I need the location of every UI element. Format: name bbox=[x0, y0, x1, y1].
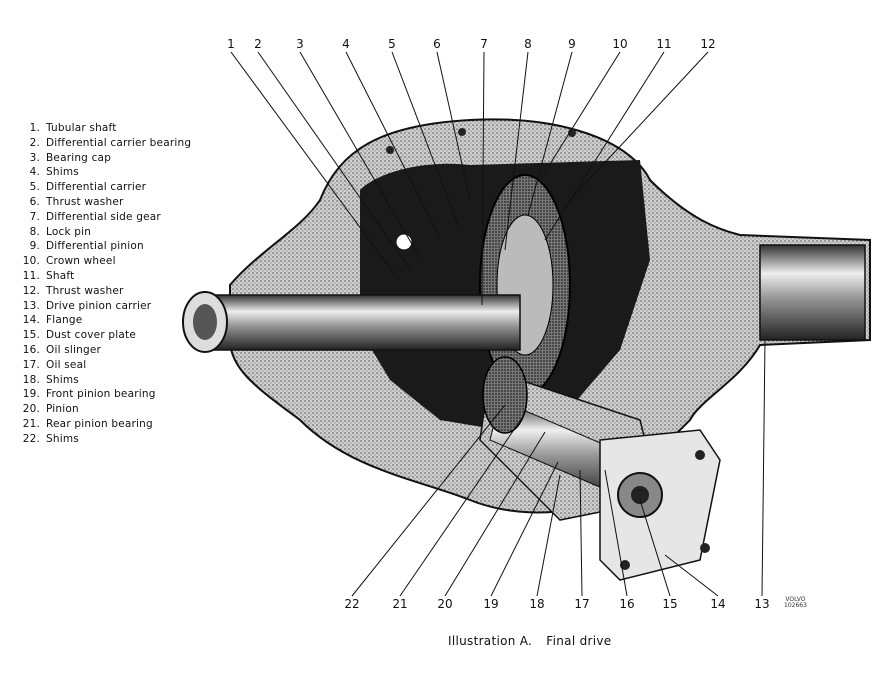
callout-number: 22 bbox=[344, 597, 360, 611]
legend-item: 9.Differential pinion bbox=[29, 240, 144, 253]
caption-title: Final drive bbox=[546, 634, 612, 648]
legend-item: 18.Shims bbox=[22, 373, 79, 386]
callout-number: 18 bbox=[529, 597, 545, 611]
tubular-shaft bbox=[199, 294, 521, 351]
callout-number: 12 bbox=[700, 37, 716, 51]
callout-number: 20 bbox=[437, 597, 453, 611]
legend-item: 13.Drive pinion carrier bbox=[22, 299, 152, 312]
callout-number: 14 bbox=[710, 597, 726, 611]
pinion-gear bbox=[482, 356, 528, 434]
legend-item: 22.Shims bbox=[22, 432, 79, 445]
callout-number: 11 bbox=[656, 37, 672, 51]
callout-number: 7 bbox=[480, 37, 488, 51]
callout-number: 17 bbox=[574, 597, 590, 611]
legend-item: 1.Tubular shaft bbox=[29, 122, 117, 134]
callout-number: 9 bbox=[568, 37, 576, 51]
legend-item: 3.Bearing cap bbox=[29, 151, 112, 164]
legend-item: 6.Thrust washer bbox=[29, 195, 124, 208]
callout-number: 6 bbox=[433, 37, 441, 51]
leader-lines bbox=[230, 51, 766, 597]
legend-item: 8.Lock pin bbox=[29, 225, 92, 238]
legend-item: 7.Differential side gear bbox=[29, 210, 161, 223]
callout-number: 15 bbox=[662, 597, 678, 611]
callout-number: 5 bbox=[388, 37, 396, 51]
legend-item: 10.Crown wheel bbox=[22, 255, 116, 268]
legend-item: 16.Oil slinger bbox=[22, 343, 102, 356]
callout-number: 13 bbox=[754, 597, 770, 611]
callout-number: 21 bbox=[392, 597, 408, 611]
volvo-stamp: VOLVO 102663 bbox=[784, 596, 807, 609]
callout-number: 16 bbox=[619, 597, 635, 611]
legend-item: 14.Flange bbox=[22, 314, 83, 327]
legend-item: 2.Differential carrier bearing bbox=[29, 136, 192, 149]
right-axle-tube bbox=[759, 244, 866, 341]
callout-number: 4 bbox=[342, 37, 350, 51]
callout-number: 2 bbox=[254, 37, 262, 51]
callout-number: 8 bbox=[524, 37, 532, 51]
callout-number: 19 bbox=[483, 597, 499, 611]
legend-item: 4.Shims bbox=[29, 166, 79, 179]
callout-number: 1 bbox=[227, 37, 235, 51]
caption-label: Illustration A. bbox=[448, 634, 533, 648]
parts-legend: 1.Tubular shaft 2.Differential carrier b… bbox=[16, 121, 191, 447]
callout-number: 10 bbox=[612, 37, 628, 51]
figure-caption: Illustration A. Final drive bbox=[448, 634, 621, 648]
callout-number: 3 bbox=[296, 37, 304, 51]
legend-item: 19.Front pinion bearing bbox=[22, 388, 156, 401]
legend-item: 15.Dust cover plate bbox=[22, 329, 136, 342]
legend-item: 17.Oil seal bbox=[22, 358, 87, 371]
legend-item: 11.Shaft bbox=[22, 269, 75, 282]
legend-item: 21.Rear pinion bearing bbox=[22, 417, 153, 430]
legend-item: 5.Differential carrier bbox=[29, 181, 147, 194]
legend-item: 12.Thrust washer bbox=[22, 284, 124, 297]
legend-item: 20.Pinion bbox=[22, 403, 79, 416]
